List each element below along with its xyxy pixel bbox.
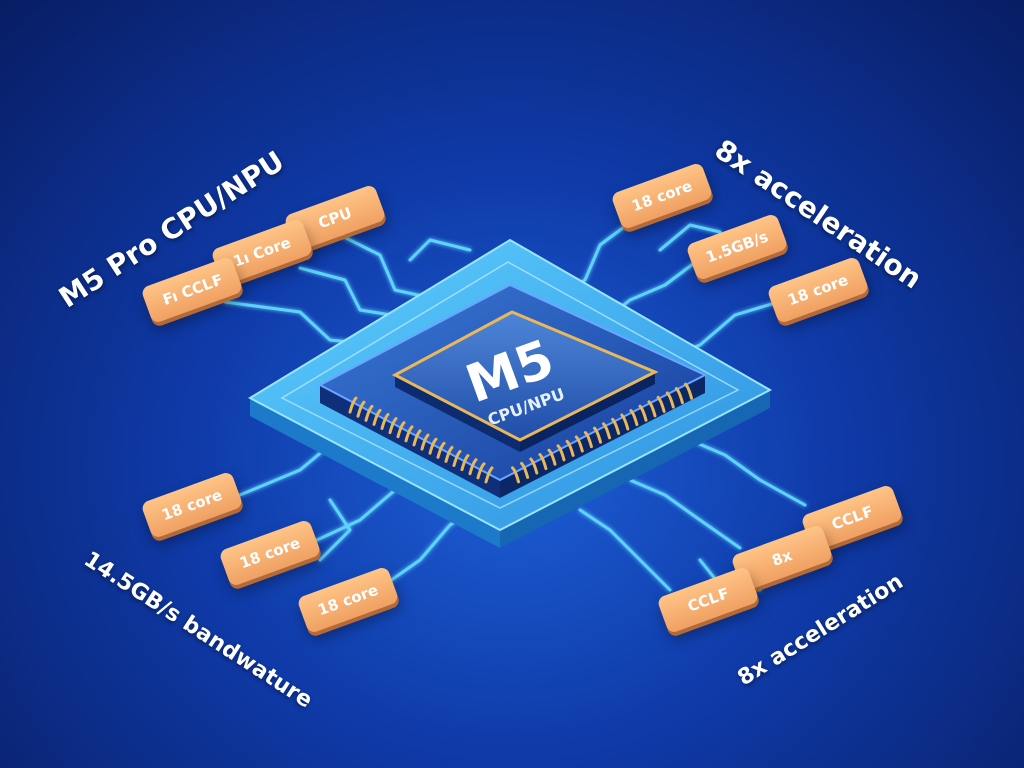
circuit-traces bbox=[223, 213, 807, 597]
chip-pin bbox=[428, 437, 438, 455]
chip-pin bbox=[484, 466, 494, 484]
chip-side bbox=[320, 385, 500, 498]
chip-pin bbox=[511, 466, 520, 484]
chip-pin bbox=[638, 404, 648, 422]
board-side bbox=[500, 390, 770, 548]
trace bbox=[408, 238, 472, 262]
chip-pin bbox=[452, 450, 462, 467]
trace bbox=[298, 266, 412, 320]
chip-pin bbox=[396, 421, 406, 439]
board-inner bbox=[280, 261, 740, 509]
chip-side bbox=[500, 375, 705, 498]
chip-pin bbox=[602, 422, 611, 440]
trace bbox=[628, 478, 742, 550]
chip-pin bbox=[348, 396, 358, 414]
chip-die bbox=[391, 310, 659, 442]
chip-die-side bbox=[395, 375, 520, 452]
chip-pin bbox=[436, 441, 446, 459]
chip-pin bbox=[556, 444, 566, 462]
trace bbox=[338, 233, 442, 302]
chip-pin bbox=[364, 404, 374, 422]
trace bbox=[658, 223, 722, 252]
chip-pin bbox=[565, 439, 575, 457]
processor-chip: M5 CPU/NPU bbox=[317, 283, 708, 498]
chip-pin bbox=[684, 382, 693, 400]
chip-pin bbox=[583, 431, 593, 449]
chip-pin bbox=[593, 426, 602, 444]
chip-pin bbox=[611, 417, 621, 435]
trace bbox=[688, 438, 807, 507]
chip-pin bbox=[420, 433, 430, 451]
chip-pin bbox=[372, 408, 382, 426]
chip-pin bbox=[647, 400, 657, 418]
chip-pin bbox=[388, 417, 398, 435]
chip-pin bbox=[674, 387, 684, 405]
chip-pin bbox=[460, 454, 470, 472]
trace bbox=[318, 498, 352, 562]
chip-pin bbox=[412, 429, 422, 447]
chip-pins bbox=[511, 382, 693, 484]
chip-pin bbox=[380, 413, 390, 430]
chip-pin bbox=[444, 445, 454, 463]
chip-die-side bbox=[520, 372, 655, 452]
trace bbox=[578, 508, 672, 592]
chip-pin bbox=[529, 457, 539, 475]
chip-pin bbox=[356, 400, 366, 418]
chip-pin bbox=[404, 425, 414, 443]
chip-pin bbox=[620, 413, 630, 431]
chip-pins bbox=[348, 396, 494, 484]
chip-pin bbox=[476, 462, 486, 480]
chip-pin bbox=[538, 453, 548, 471]
chip-pin bbox=[468, 458, 478, 476]
chip-pin bbox=[656, 395, 666, 413]
board-side bbox=[250, 398, 500, 548]
chip-pin bbox=[520, 461, 530, 479]
chip-pin bbox=[574, 435, 584, 453]
chip-pin bbox=[665, 391, 675, 409]
chip-pin bbox=[547, 448, 557, 466]
chip-pin bbox=[629, 409, 639, 427]
